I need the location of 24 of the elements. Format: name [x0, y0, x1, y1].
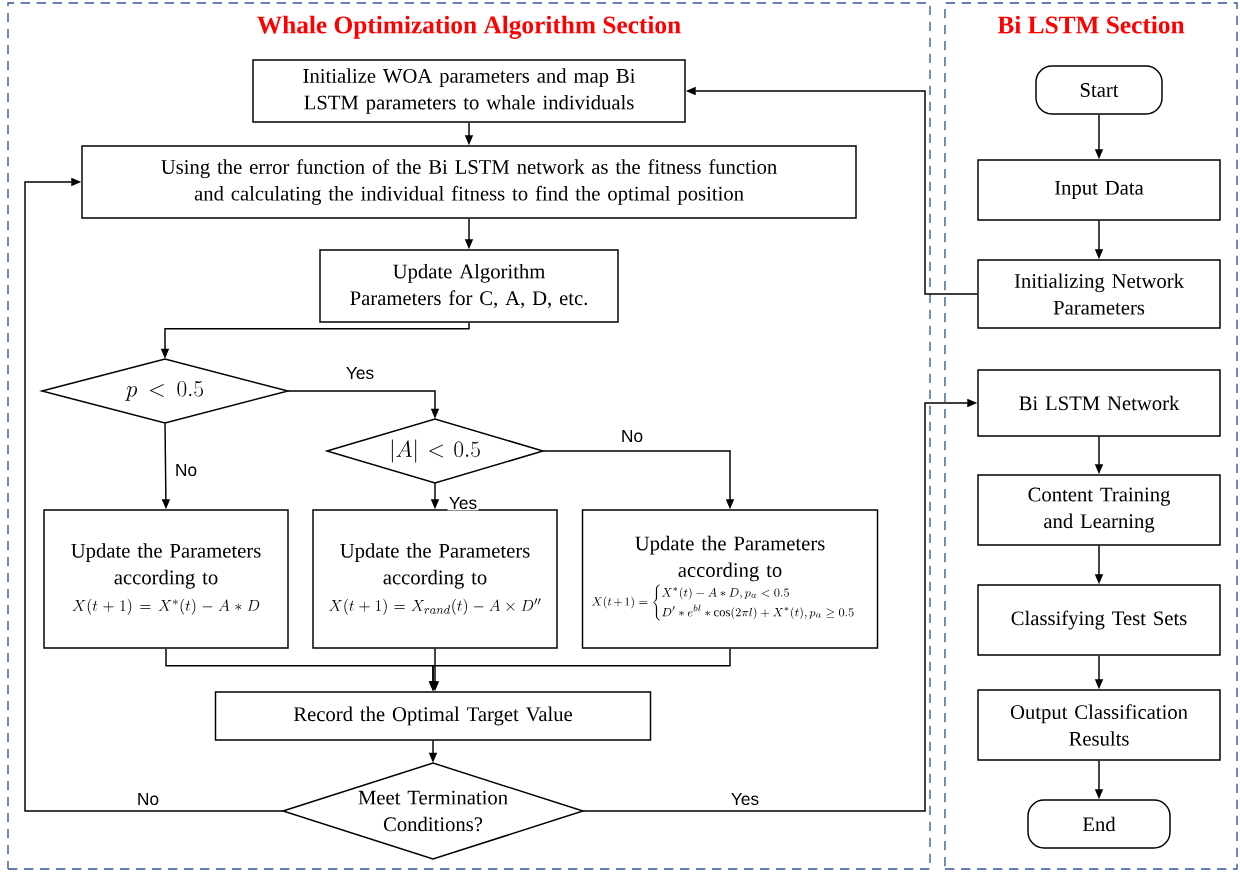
process-box: Record the Optimal Target Value: [214, 691, 652, 741]
edge-label: No: [619, 428, 645, 444]
edge-label: Yes: [729, 791, 761, 807]
process-box: Initializing Network Parameters: [977, 259, 1221, 329]
section-heading: Bi LSTM Section: [997, 15, 1185, 34]
process-box: Update Algorithm Parameters for C, A, D, etc.: [319, 249, 619, 323]
arrow: [24, 177, 284, 812]
edge-label: Yes: [344, 365, 376, 381]
process-box: Update the Parameters according to $X(t+1)=X^{*}(t)-A*D$: [43, 509, 289, 649]
process-box: Classifying Test Sets: [977, 584, 1221, 656]
process-box: Update the Parameters according to $X(t+1)=X_{rand}(t)-A\times D''$: [312, 509, 558, 649]
process-box: Output Classification Results: [977, 689, 1221, 761]
process-box: Using the error function of the Bi LSTM network as the fitness function and calculating the individual fitness to find the optimal position: [81, 145, 857, 219]
process-box: Bi LSTM Network: [977, 369, 1221, 437]
terminal-box: Start: [1035, 65, 1163, 115]
terminal-box: End: [1027, 799, 1171, 849]
process-box: Content Training and Learning: [977, 474, 1221, 546]
edge-label: Yes: [447, 495, 479, 511]
process-box: Initialize WOA parameters and map Bi LSTM parameters to whale individuals: [252, 59, 686, 123]
process-box: Update the Parameters according to $X(t+1)=\begin{cases}X^{*}(t)-A*D, p_{a}<0.5\\ D'*e^{bl}*\cos(2\pi l)+X^{*}(t), p_{a}\geq 0.5\end{cases}$: [581, 509, 879, 649]
edge-label: No: [135, 791, 161, 807]
edge-label: No: [173, 462, 199, 478]
section-heading: Whale Optimization Algorithm Section: [257, 15, 681, 39]
process-box: Input Data: [977, 159, 1221, 221]
